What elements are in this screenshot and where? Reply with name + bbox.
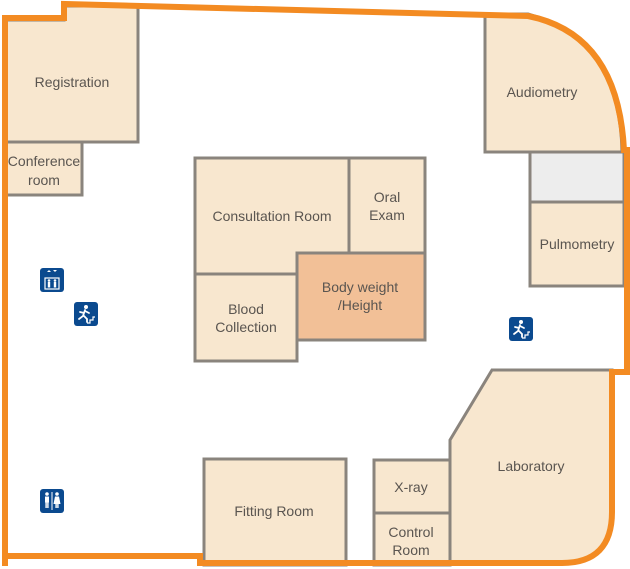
elevator-icon[interactable] [40,268,64,292]
room-audiometry[interactable] [483,12,624,154]
label-audiometry: Audiometry [507,84,578,100]
label-oral-1: Oral [374,189,400,205]
room-fitting[interactable] [202,457,348,567]
label-oral-2: Exam [369,207,405,223]
label-registration: Registration [35,74,110,90]
room-oral-exam[interactable] [347,156,427,255]
label-pulmometry: Pulmometry [540,236,615,252]
restroom-icon[interactable] [40,489,64,513]
room-blood-collection[interactable] [193,272,299,363]
label-consultation: Consultation Room [212,208,331,224]
label-control-2: Room [392,542,429,558]
label-conference-2: room [28,172,60,188]
room-pulmometry[interactable] [528,200,626,288]
room-xray[interactable] [372,458,452,515]
label-blood-2: Collection [215,319,276,335]
label-body-2: /Height [338,297,382,313]
label-fitting: Fitting Room [234,503,313,519]
room-control[interactable] [372,511,452,567]
emergency-exit-icon[interactable] [74,302,98,326]
emergency-exit-icon[interactable] [509,317,533,341]
label-blood-1: Blood [228,301,264,317]
room-unassigned [528,150,626,204]
room-conference[interactable] [4,140,84,197]
label-xray: X-ray [394,479,427,495]
room-body-weight-height[interactable] [295,251,427,342]
label-laboratory: Laboratory [498,458,565,474]
label-conference-1: Conference [8,153,81,169]
label-control-1: Control [388,524,433,540]
label-body-1: Body weight [322,279,398,295]
